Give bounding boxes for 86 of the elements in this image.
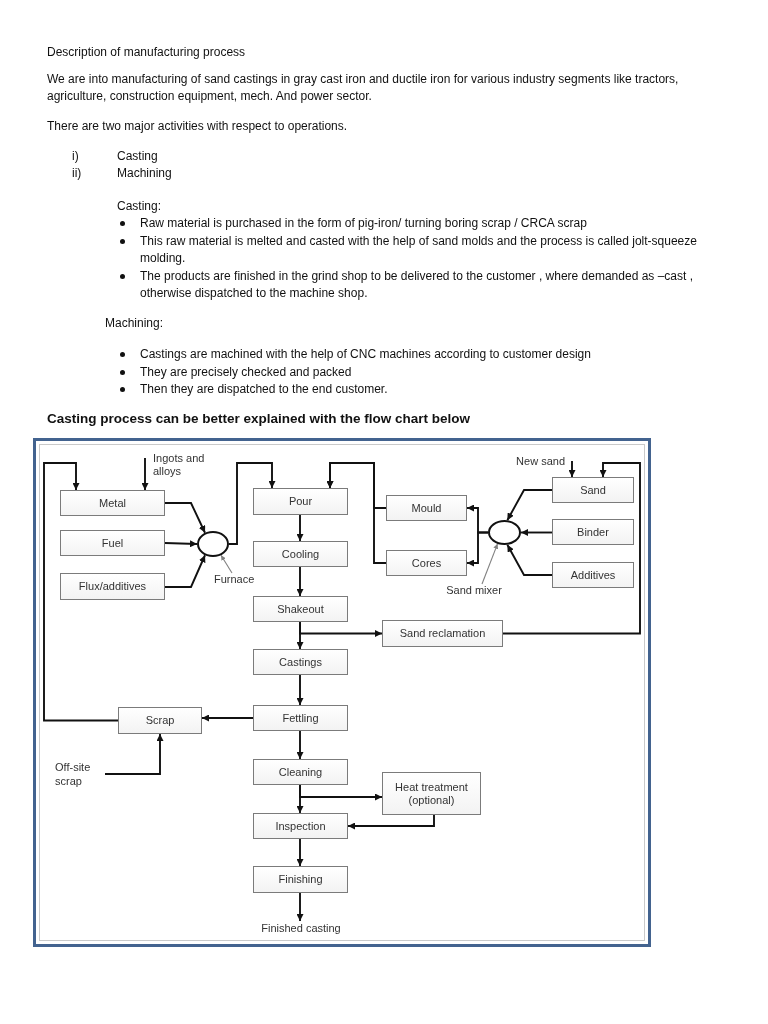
flow-arrow	[141, 457, 149, 491]
output-label: Finished casting	[260, 921, 342, 935]
step-label: Fuel	[101, 536, 124, 550]
flow-arrow	[299, 621, 383, 637]
flow-arrow	[502, 462, 641, 635]
flow-arrow	[299, 784, 383, 801]
process-box	[60, 490, 165, 516]
flow-arrow	[568, 460, 576, 478]
process-box	[253, 759, 348, 785]
process-box	[253, 649, 348, 675]
bullet-text: Raw material is purchased in the form of pig-iron/ turning boring scrap / CRCA scrap	[140, 215, 587, 232]
process-box	[60, 573, 165, 600]
bullet-text: The products are finished in the grind shop to be delivered to the customer , where demanded as –cast , otherwise dispatched to the machine shop.	[140, 268, 694, 302]
process-box	[552, 562, 634, 588]
step-label: Additives	[570, 568, 616, 582]
flow-arrow	[104, 733, 164, 775]
step-label: Scrap	[145, 714, 175, 727]
process-box	[118, 707, 202, 734]
flow-arrow	[164, 554, 206, 588]
leader-line	[481, 543, 499, 585]
step-label: Heat treatment (optional)	[394, 780, 469, 807]
paragraph: There are two major activities with respect to operations.	[47, 118, 348, 135]
input-label: Ingots and alloys	[153, 452, 206, 478]
process-box	[386, 495, 467, 521]
callout-label: Furnace	[214, 573, 256, 586]
input-label: Off-site scrap	[55, 760, 92, 788]
subheading: Casting:	[117, 198, 162, 215]
step-label: Metal	[99, 496, 126, 510]
step-label: Finishing	[278, 873, 323, 886]
flow-arrow	[43, 462, 119, 722]
flow-arrow	[228, 462, 276, 545]
bullet-text: They are precisely checked and packed	[140, 364, 352, 381]
process-box	[253, 866, 348, 893]
leader-line	[220, 554, 233, 574]
step-label: Flux/additives	[78, 580, 147, 593]
process-box	[382, 620, 503, 647]
process-box	[60, 530, 165, 556]
process-box	[382, 772, 481, 815]
process-box	[253, 488, 348, 515]
flow-arrow	[466, 531, 489, 567]
flow-arrow	[326, 462, 387, 564]
flow-arrow	[164, 540, 198, 548]
list-number: i)	[72, 148, 79, 165]
section-heading: Casting process can be better explained with the flow chart below	[47, 410, 471, 428]
bullet-text: Then they are dispatched to the end customer.	[140, 381, 388, 398]
flow-arrow	[164, 502, 206, 534]
flow-arrow	[506, 489, 553, 522]
flow-arrow	[296, 566, 304, 597]
step-label: Sand reclamation	[399, 627, 486, 640]
step-label: Mould	[411, 501, 442, 515]
process-box	[253, 813, 348, 839]
list-number: ii)	[72, 165, 82, 182]
process-box	[386, 550, 467, 576]
process-box	[552, 477, 634, 503]
step-label: Cores	[411, 556, 442, 570]
flow-arrow	[520, 529, 553, 536]
flow-arrow	[201, 714, 254, 722]
subheading: Machining:	[105, 315, 164, 332]
step-label: Sand	[580, 483, 606, 497]
bullet-text: This raw material is melted and casted with the help of sand molds and the process is called jolt-squeeze molding.	[140, 233, 698, 267]
flow-arrow	[506, 543, 553, 576]
paragraph: We are into manufacturing of sand castings in gray cast iron and ductile iron for various industry segments like tractors, agriculture, construction equipment, mech. And power sector.	[47, 71, 680, 105]
step-label: Cooling	[281, 547, 320, 561]
list-item: Casting	[117, 148, 158, 165]
step-label: Pour	[288, 495, 313, 508]
step-label: Shakeout	[277, 602, 324, 616]
flow-arrow	[296, 892, 304, 922]
process-box	[253, 705, 348, 731]
process-box	[253, 541, 348, 567]
bullet-text: Castings are machined with the help of CNC machines according to customer design	[140, 346, 591, 363]
flow-arrow	[296, 730, 304, 760]
process-box	[253, 596, 348, 622]
step-label: Fettling	[282, 711, 319, 725]
step-label: Inspection	[275, 819, 326, 833]
callout-label: Sand mixer	[445, 584, 503, 597]
step-label: Castings	[279, 655, 322, 669]
step-label: Cleaning	[278, 765, 323, 779]
document-heading: Description of manufacturing process	[47, 44, 246, 61]
flow-arrow	[296, 674, 304, 706]
step-label: Binder	[577, 525, 609, 539]
flow-arrow	[296, 514, 304, 542]
flow-arrow	[296, 838, 304, 867]
flow-arrow	[347, 814, 435, 830]
process-box	[552, 519, 634, 545]
input-label: New sand	[515, 455, 565, 468]
list-item: Machining	[117, 165, 172, 182]
